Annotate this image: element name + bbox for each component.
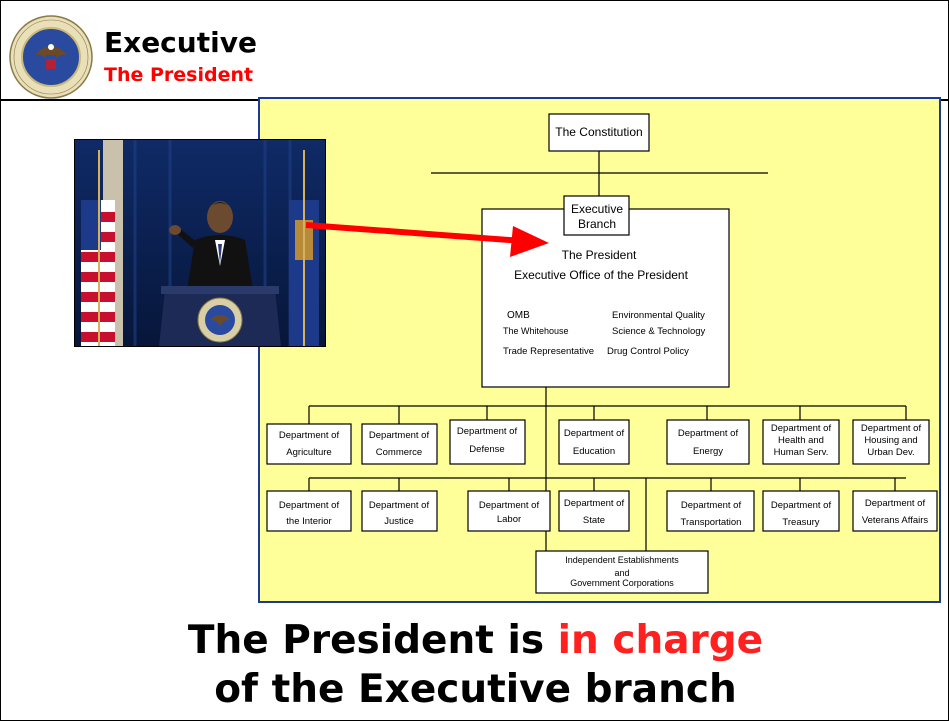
dept-energy-1: Department of	[678, 428, 739, 439]
independent-3: Government Corporations	[570, 578, 674, 588]
office-right-1: Environmental Quality	[612, 310, 705, 321]
dept-health-2: Health and	[778, 435, 824, 446]
office-right-2: Science & Technology	[612, 326, 706, 337]
dept-transportation-1: Department of	[681, 500, 742, 511]
dept-veterans-1: Department of	[865, 498, 926, 509]
exec-label-2: Branch	[578, 217, 616, 231]
caption-part-1: The President is	[187, 618, 558, 663]
dept-commerce-1: Department of	[369, 430, 430, 441]
constitution-label: The Constitution	[555, 125, 642, 139]
exec-president: The President	[562, 248, 637, 262]
exec-label-1: Executive	[571, 202, 623, 216]
presidential-seal-icon	[9, 15, 93, 99]
executive-branch-label-box	[563, 195, 630, 236]
dept-labor-1: Department of	[479, 500, 540, 511]
page-title: Executive	[104, 26, 257, 59]
dept-veterans-2: Veterans Affairs	[862, 515, 929, 526]
dept-defense-2: Defense	[469, 444, 504, 455]
dept-defense-1: Department of	[457, 426, 518, 437]
office-right-3: Drug Control Policy	[607, 346, 689, 357]
dept-treasury-1: Department of	[771, 500, 832, 511]
dept-education-1: Department of	[564, 428, 625, 439]
dept-energy-2: Energy	[693, 446, 723, 457]
dept-state-1: Department of	[564, 498, 625, 509]
dept-transportation-2: Transportation	[681, 517, 742, 528]
dept-agriculture-1: Department of	[279, 430, 340, 441]
dept-treasury-2: Treasury	[782, 517, 819, 528]
constitution-box	[548, 113, 650, 152]
dept-education-2: Education	[573, 446, 615, 457]
office-left-2: The Whitehouse	[503, 326, 569, 336]
caption-line-1: The President is in charge	[1, 618, 948, 664]
office-left-3: Trade Representative	[503, 346, 594, 357]
dept-justice-1: Department of	[369, 500, 430, 511]
page-subtitle: The President	[104, 64, 254, 86]
president-at-podium-image	[74, 139, 326, 347]
dept-interior-1: Department of	[279, 500, 340, 511]
dept-state-2: State	[583, 515, 605, 526]
dept-health-1: Department of	[771, 423, 832, 434]
office-left-1: OMB	[507, 310, 530, 321]
dept-housing-3: Urban Dev.	[867, 447, 914, 458]
caption-line-2: of the Executive branch	[214, 667, 737, 712]
exec-office: Executive Office of the President	[514, 268, 689, 282]
dept-housing-1: Department of	[861, 423, 922, 434]
dept-interior-2: the Interior	[286, 516, 331, 527]
executive-branch-box	[481, 208, 730, 388]
dept-labor-2: Labor	[497, 514, 521, 525]
caption-highlight: in charge	[557, 618, 764, 663]
dept-housing-2: Housing and	[864, 435, 917, 446]
dept-agriculture-2: Agriculture	[286, 447, 331, 458]
independent-2: and	[614, 568, 629, 578]
dept-commerce-2: Commerce	[376, 447, 422, 458]
independent-1: Independent Establishments	[565, 555, 679, 565]
dept-health-3: Human Serv.	[774, 447, 829, 458]
dept-justice-2: Justice	[384, 516, 414, 527]
